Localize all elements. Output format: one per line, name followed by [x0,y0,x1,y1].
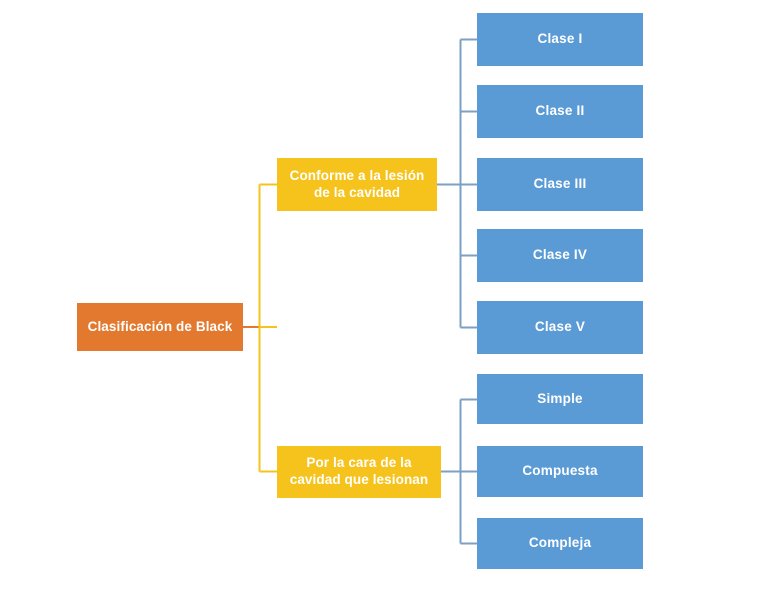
node-leaf-clase-ii[interactable]: Clase II [477,85,643,138]
node-leaf-compuesta-label: Compuesta [522,463,598,479]
branch-1-leaf-connectors [437,38,477,329]
node-leaf-clase-iii[interactable]: Clase III [477,158,643,211]
node-leaf-clase-i[interactable]: Clase I [477,13,643,66]
root-branch-connectors [243,183,277,473]
node-leaf-compuesta[interactable]: Compuesta [477,446,643,497]
node-leaf-simple-label: Simple [537,390,583,406]
branch-2-leaf-connectors [441,398,477,545]
node-branch-2-label: Por la cara de la cavidad que lesionan [289,455,429,487]
node-leaf-simple[interactable]: Simple [477,374,643,424]
node-leaf-compleja[interactable]: Compleja [477,518,643,569]
node-leaf-clase-i-label: Clase I [537,31,583,47]
node-leaf-clase-iv-label: Clase IV [532,247,588,263]
node-branch-1-label: Conforme a la lesión de la cavidad [289,167,425,200]
node-leaf-compleja-label: Compleja [528,535,592,551]
node-leaf-clase-iv[interactable]: Clase IV [477,229,643,282]
node-root-label: Clasificación de Black [87,318,233,334]
node-leaf-clase-iii-label: Clase III [533,176,587,192]
node-branch-conforme-a-la-lesion-de-la-cavidad[interactable]: Conforme a la lesión de la cavidad [277,158,437,211]
node-leaf-clase-v[interactable]: Clase V [477,301,643,354]
node-leaf-clase-ii-label: Clase II [535,103,585,119]
node-leaf-clase-v-label: Clase V [534,319,586,335]
node-root-clasificacion-de-black[interactable]: Clasificación de Black [77,303,243,351]
node-branch-por-la-cara-de-la-cavidad-que-lesionan[interactable]: Por la cara de la cavidad que lesionan [277,446,441,498]
